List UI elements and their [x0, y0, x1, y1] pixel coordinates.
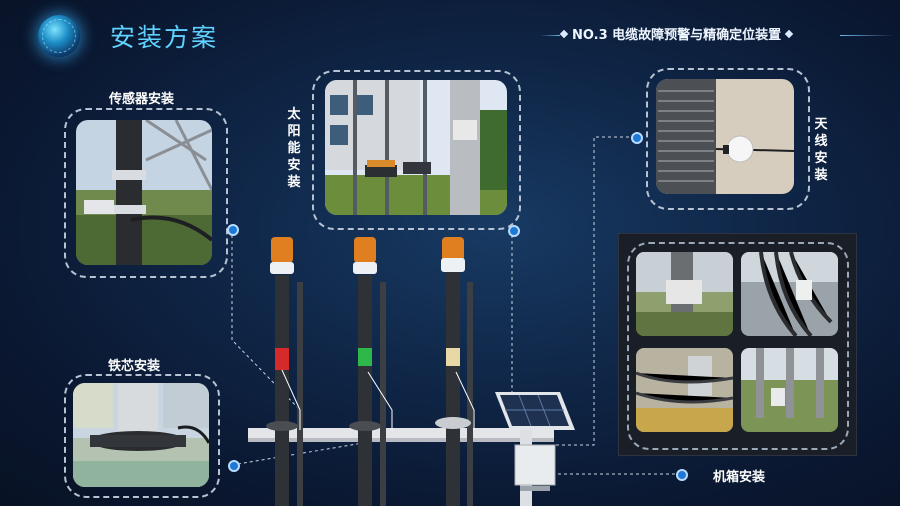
sensor-install-label: 传感器安装: [109, 92, 175, 107]
cabinet-photo-4: [741, 348, 838, 432]
solar-install-photo: [325, 80, 507, 215]
solar-cabinet: [495, 392, 575, 506]
device-subtitle: NO.3 电缆故障预警与精确定位装置: [556, 24, 797, 43]
cabinet-photo-3: [636, 348, 733, 432]
cabinet-install-label: 机箱安装: [713, 470, 766, 485]
solar-install-label: 太阳能安装: [287, 107, 301, 190]
cabinet-install-frame: [627, 242, 849, 450]
antenna-install-photo: [656, 79, 794, 194]
cable-poles: [275, 268, 473, 506]
core-connector-dot: [228, 460, 240, 472]
sensor-connector-dot: [227, 224, 239, 236]
solar-connector-dot: [508, 225, 520, 237]
core-install-frame: [64, 374, 220, 498]
antenna-connector-dot: [631, 132, 643, 144]
antenna-install-frame: [646, 68, 810, 210]
cabinet-photo-1: [636, 252, 733, 336]
sensor-install-photo: [76, 120, 212, 265]
subtitle-text: NO.3 电缆故障预警与精确定位装置: [572, 28, 782, 43]
cabinet-connector-dot: [676, 469, 688, 481]
sensor-install-frame: [64, 108, 228, 278]
page-title: 安装方案: [110, 23, 219, 52]
globe-icon: [38, 15, 80, 57]
cabinet-photo-2: [741, 252, 838, 336]
core-install-photo: [73, 383, 209, 487]
header-decoration: [540, 26, 895, 46]
antenna-install-label: 天线安装: [814, 117, 828, 183]
solar-install-frame: [312, 70, 521, 230]
core-install-label: 铁芯安装: [108, 359, 161, 374]
